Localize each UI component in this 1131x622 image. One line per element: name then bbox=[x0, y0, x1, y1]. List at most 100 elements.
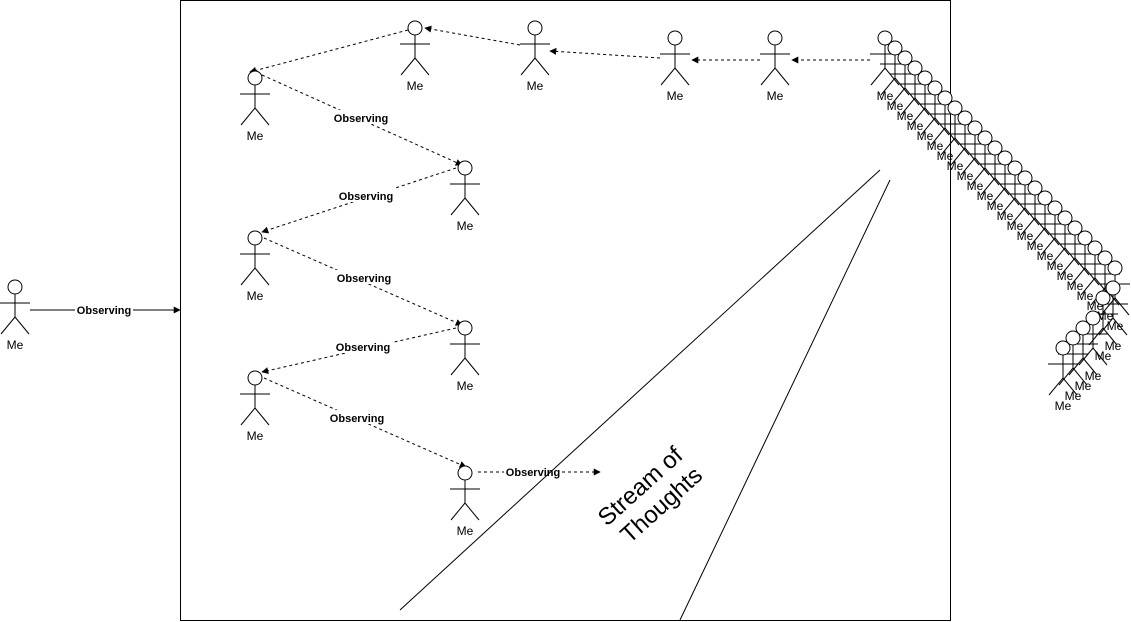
actor-leg-right bbox=[1014, 197, 1030, 216]
actor-leg-right bbox=[954, 137, 970, 156]
actor-leg-left bbox=[660, 67, 676, 86]
actor-label: Me bbox=[917, 129, 934, 143]
actor-leg-right bbox=[14, 316, 30, 335]
actor-head bbox=[527, 20, 543, 36]
actor-head bbox=[1095, 290, 1111, 306]
label-background bbox=[334, 339, 392, 353]
actor-me: Me bbox=[1090, 250, 1120, 323]
actor-label: Me bbox=[407, 79, 424, 93]
observing-arrow bbox=[424, 25, 521, 46]
actor-leg-left bbox=[920, 117, 936, 136]
actor-label: Me bbox=[1105, 339, 1122, 353]
observing-label-text: Observing bbox=[334, 113, 388, 125]
actor-leg-right bbox=[464, 502, 480, 521]
actor-head bbox=[667, 30, 683, 46]
actor-leg-right bbox=[254, 267, 270, 286]
actor-leg-right bbox=[984, 167, 1000, 186]
actor-label: Me bbox=[247, 289, 264, 303]
actor-me: Me bbox=[240, 230, 270, 303]
actor-label: Me bbox=[1107, 319, 1124, 333]
actor-me: Me bbox=[1010, 170, 1040, 243]
actor-leg-right bbox=[1064, 247, 1080, 266]
actor-leg-left bbox=[1040, 237, 1056, 256]
actor-label: Me bbox=[1037, 249, 1054, 263]
actor-leg-right bbox=[1114, 297, 1130, 316]
observing-label-text: Observing bbox=[506, 467, 560, 479]
actor-label: Me bbox=[987, 199, 1004, 213]
actor-head bbox=[1107, 260, 1123, 276]
actor-leg-left bbox=[1050, 247, 1066, 266]
stream-line-left bbox=[399, 169, 881, 611]
actor-leg-right bbox=[1044, 227, 1060, 246]
actor-me: Me bbox=[1078, 310, 1108, 383]
actor-leg-left bbox=[400, 57, 416, 76]
actor-label: Me bbox=[907, 119, 924, 133]
actor-me: Me bbox=[1048, 340, 1078, 413]
observing-label-text: Observing bbox=[330, 413, 384, 425]
actor-label: Me bbox=[897, 109, 914, 123]
actor-leg-left bbox=[1010, 207, 1026, 226]
observing-label-text: Observing bbox=[337, 273, 391, 285]
label-background bbox=[335, 270, 393, 284]
actor-me: Me bbox=[970, 130, 1000, 203]
actor-label: Me bbox=[887, 99, 904, 113]
observing-label: Observing bbox=[504, 464, 562, 479]
actor-leg-left bbox=[980, 177, 996, 196]
actor-head bbox=[767, 30, 783, 46]
actor-leg-right bbox=[1102, 327, 1118, 346]
actor-leg-right bbox=[914, 97, 930, 116]
actor-leg-left bbox=[900, 97, 916, 116]
actor-label: Me bbox=[977, 189, 994, 203]
observing-label: Observing bbox=[334, 339, 392, 354]
actor-head bbox=[247, 370, 263, 386]
actor-leg-left bbox=[0, 316, 16, 335]
actor-leg-right bbox=[894, 77, 910, 96]
actor-leg-right bbox=[1074, 257, 1090, 276]
actor-leg-right bbox=[1024, 207, 1040, 226]
actor-leg-right bbox=[254, 407, 270, 426]
actor-label: Me bbox=[877, 89, 894, 103]
actor-leg-left bbox=[240, 407, 256, 426]
actor-leg-left bbox=[1080, 277, 1096, 296]
actor-leg-right bbox=[1082, 357, 1098, 376]
observing-label: Observing bbox=[328, 410, 386, 425]
actor-leg-left bbox=[1060, 257, 1076, 276]
actor-head bbox=[7, 279, 23, 295]
actor-leg-left bbox=[890, 87, 906, 106]
observing-label: Observing bbox=[332, 110, 390, 125]
actor-label: Me bbox=[957, 169, 974, 183]
actor-label: Me bbox=[1095, 349, 1112, 363]
actor-leg-left bbox=[990, 187, 1006, 206]
actor-label: Me bbox=[1027, 239, 1044, 253]
edge-labels-layer: ObservingObservingObservingObservingObse… bbox=[75, 110, 562, 479]
actor-leg-left bbox=[450, 502, 466, 521]
actor-leg-left bbox=[870, 67, 886, 86]
actor-label: Me bbox=[1075, 379, 1092, 393]
actor-me: Me bbox=[1098, 280, 1128, 353]
actor-leg-left bbox=[240, 107, 256, 126]
actor-label: Me bbox=[1085, 369, 1102, 383]
actor-label: Me bbox=[1007, 219, 1024, 233]
actor-me: Me bbox=[910, 70, 940, 143]
actor-leg-right bbox=[1004, 187, 1020, 206]
actor-me: Me bbox=[1060, 220, 1090, 293]
actor-label: Me bbox=[527, 79, 544, 93]
actor-label: Me bbox=[7, 338, 24, 352]
actor-leg-left bbox=[970, 167, 986, 186]
label-background bbox=[328, 410, 386, 424]
actor-label: Me bbox=[1065, 389, 1082, 403]
actor-leg-left bbox=[450, 357, 466, 376]
actor-head bbox=[247, 70, 263, 86]
observing-label-text: Observing bbox=[336, 342, 390, 354]
actor-me: Me bbox=[240, 370, 270, 443]
actor-leg-right bbox=[934, 117, 950, 136]
stream-line-right bbox=[679, 179, 891, 621]
actor-leg-left bbox=[1088, 327, 1104, 346]
label-background bbox=[75, 302, 133, 316]
actor-head bbox=[457, 160, 473, 176]
observing-label-text: Observing bbox=[77, 305, 131, 317]
actor-leg-left bbox=[1070, 267, 1086, 286]
actor-me: Me bbox=[890, 50, 920, 123]
